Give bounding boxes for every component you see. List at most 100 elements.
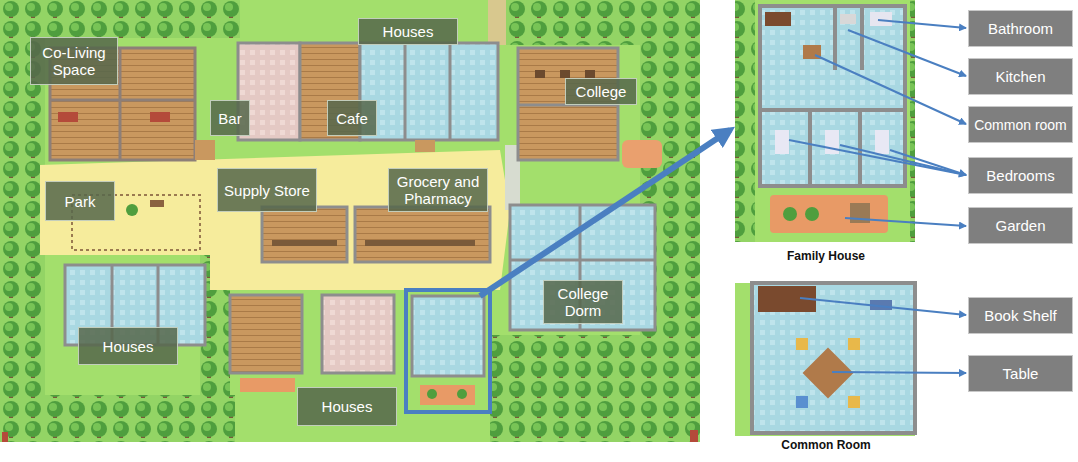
shelf bbox=[272, 240, 337, 246]
wall bbox=[833, 6, 837, 70]
inset-ground bbox=[735, 283, 915, 436]
map-label-box: Bar bbox=[210, 100, 250, 136]
leader-line bbox=[800, 298, 966, 315]
leader-line bbox=[815, 55, 966, 124]
label-text: Houses bbox=[383, 23, 434, 40]
wall bbox=[404, 43, 407, 140]
bathtub bbox=[870, 12, 892, 26]
callout-box: Garden bbox=[968, 207, 1073, 244]
leader-line bbox=[848, 30, 966, 76]
tree-cluster bbox=[505, 0, 700, 45]
zoom-arrow bbox=[480, 130, 730, 296]
inset-ground bbox=[735, 0, 915, 242]
bed bbox=[775, 130, 789, 154]
callout-box: Table bbox=[968, 355, 1073, 392]
bookshelf bbox=[765, 12, 791, 26]
garden bbox=[240, 378, 295, 392]
tree-cluster bbox=[490, 335, 640, 442]
leader-line bbox=[832, 372, 966, 373]
room-interior bbox=[752, 283, 915, 433]
shelf bbox=[365, 240, 475, 246]
porch bbox=[415, 140, 435, 152]
bush bbox=[805, 207, 819, 221]
dorm-building bbox=[510, 205, 655, 330]
leader-arrows bbox=[789, 20, 966, 373]
label-text: Co-Living Space bbox=[35, 44, 113, 78]
label-text: Bar bbox=[218, 110, 241, 127]
tree-cluster bbox=[0, 395, 235, 442]
sign bbox=[2, 432, 8, 442]
callout-box: Book Shelf bbox=[968, 297, 1073, 334]
map-label-box: College Dorm bbox=[543, 280, 623, 324]
chair bbox=[848, 396, 860, 408]
map-label-box: College bbox=[565, 78, 637, 105]
leader-line bbox=[840, 145, 966, 175]
leader-line bbox=[845, 218, 966, 226]
tree-cluster bbox=[0, 0, 240, 38]
bed bbox=[150, 112, 170, 122]
house-building bbox=[412, 296, 484, 376]
map-label-box: Houses bbox=[78, 327, 178, 365]
wall bbox=[760, 108, 905, 112]
callout-box: Kitchen bbox=[968, 58, 1073, 95]
desk bbox=[585, 70, 595, 78]
chair bbox=[796, 396, 808, 408]
grocery-building bbox=[355, 207, 490, 262]
inset-caption: Family House bbox=[736, 249, 916, 263]
map-label-box: Houses bbox=[297, 387, 397, 426]
bed bbox=[875, 130, 889, 154]
leader-line bbox=[878, 20, 966, 28]
label-text: Table bbox=[1003, 366, 1039, 382]
map-label-box: Park bbox=[45, 181, 115, 221]
callout-box: Bedrooms bbox=[968, 157, 1073, 194]
wall bbox=[449, 43, 452, 140]
label-text: Park bbox=[65, 193, 96, 210]
desk bbox=[535, 70, 545, 78]
leader-line bbox=[789, 140, 966, 175]
map-label-box: Supply Store bbox=[217, 168, 317, 212]
label-text: Garden bbox=[995, 218, 1045, 234]
label-text: Common room bbox=[974, 117, 1067, 133]
highlight-frame bbox=[406, 290, 490, 412]
stove bbox=[840, 14, 856, 24]
label-text: Houses bbox=[103, 338, 154, 355]
wall bbox=[860, 6, 864, 70]
sign bbox=[690, 430, 698, 442]
wall bbox=[119, 48, 122, 160]
map-label-box: Houses bbox=[358, 18, 458, 45]
bush bbox=[457, 389, 467, 399]
label-text: Supply Store bbox=[224, 182, 310, 199]
label-text: Cafe bbox=[336, 110, 368, 127]
inset-caption: Common Room bbox=[736, 438, 916, 452]
bed bbox=[58, 112, 78, 122]
house-building bbox=[322, 295, 394, 373]
wall bbox=[858, 110, 862, 186]
label-text: Houses bbox=[322, 398, 373, 415]
wall bbox=[50, 99, 195, 102]
callout-box: Common room bbox=[968, 106, 1073, 143]
garden bbox=[770, 195, 888, 233]
park-tree bbox=[126, 204, 138, 216]
family-house-inset bbox=[735, 0, 915, 242]
map-label-box: Cafe bbox=[327, 100, 377, 136]
courtyard bbox=[622, 140, 662, 168]
dirt-road bbox=[488, 0, 506, 45]
label-text: College Dorm bbox=[548, 285, 618, 319]
label-text: Grocery and Pharmacy bbox=[393, 173, 483, 207]
map-label-box: Grocery and Pharmacy bbox=[388, 168, 488, 212]
common-room-inset bbox=[735, 283, 915, 436]
label-text: College bbox=[576, 83, 627, 100]
chair bbox=[848, 338, 860, 350]
porch bbox=[195, 140, 215, 160]
map-label-box: Co-Living Space bbox=[30, 37, 118, 85]
house-building bbox=[230, 295, 302, 373]
desk bbox=[560, 70, 570, 78]
label-text: Kitchen bbox=[995, 69, 1045, 85]
wall bbox=[808, 110, 812, 186]
supply-store-building bbox=[262, 207, 347, 262]
bush bbox=[427, 389, 437, 399]
bush bbox=[783, 207, 797, 221]
house-building bbox=[360, 43, 498, 140]
